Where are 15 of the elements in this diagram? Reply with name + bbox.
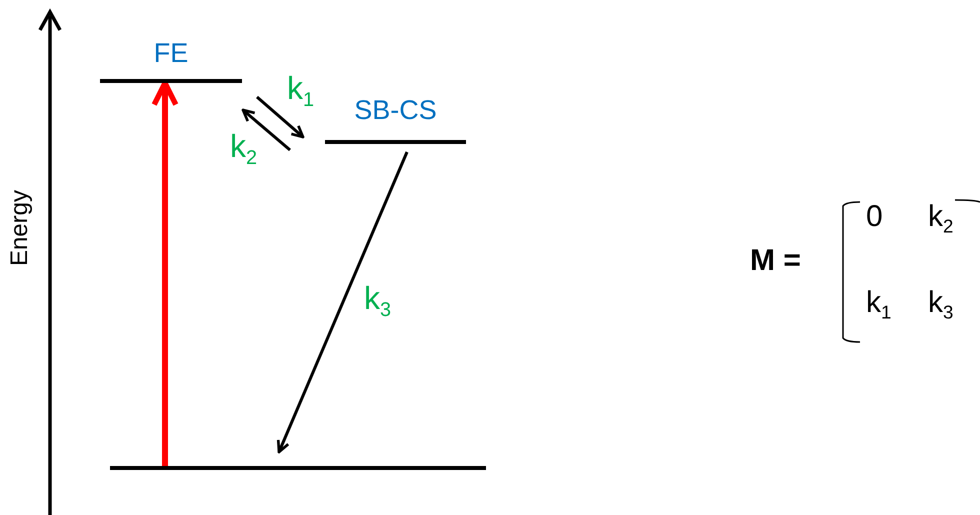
arrow [152,80,178,466]
rate-constant-label: k$_{3}$ [364,282,392,321]
axis-label: Energy [8,190,32,266]
state-label: FE [154,40,188,67]
matrix-entry: k$_{3}$ [928,288,954,322]
matrix-entry: k$_{1}$ [866,288,892,322]
rate-constant-label: k$_{1}$ [287,72,314,111]
arrow [276,151,408,454]
arrow [242,108,291,152]
matrix-entry: k$_{2}$ [928,202,954,236]
arrow [256,96,304,138]
state-label: SB-CS [354,97,437,124]
matrix-name: M = [750,246,801,276]
matrix-entry: 0 [866,202,883,232]
rate-constant-label: k$_{2}$ [230,130,258,169]
